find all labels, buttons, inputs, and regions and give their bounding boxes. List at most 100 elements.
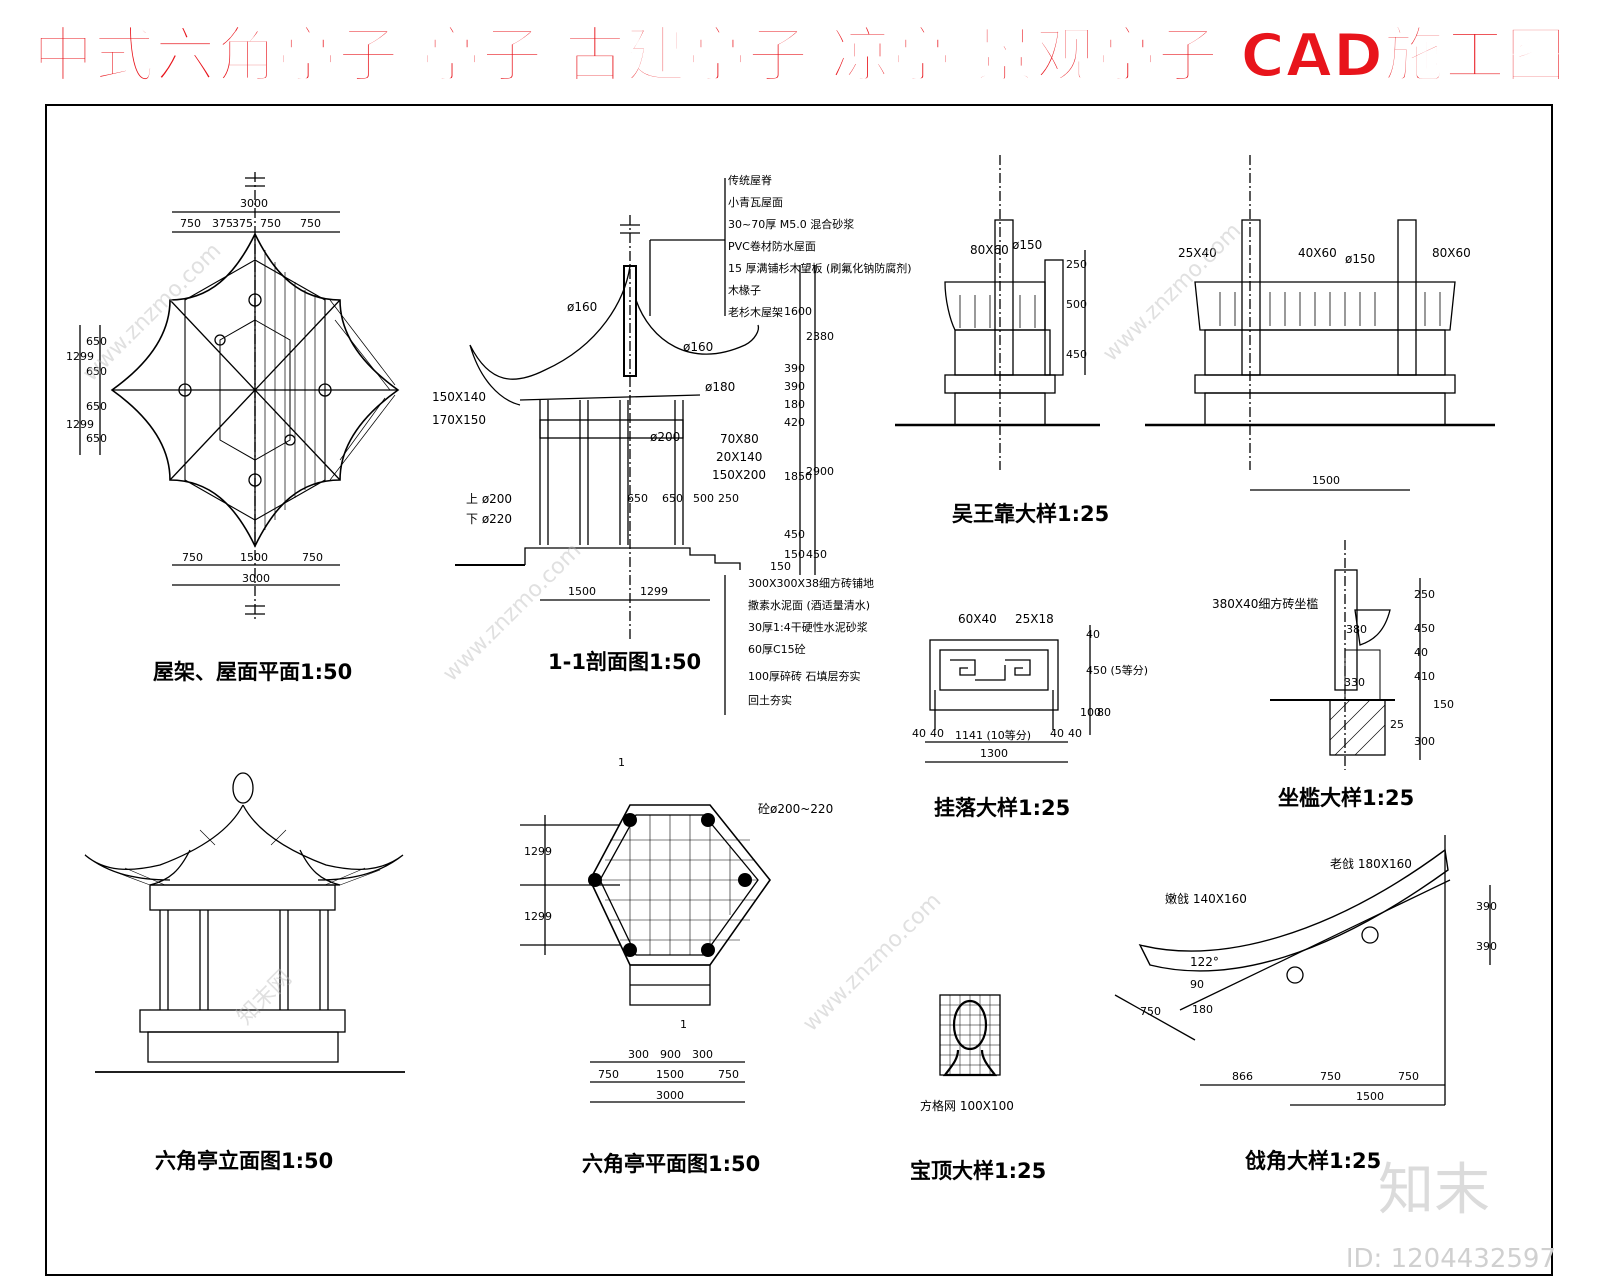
section-dim: 1299 (640, 585, 668, 598)
wuwangkao-front-label: ø150 (1345, 252, 1376, 266)
roof-dim: 750 (180, 217, 201, 230)
floor-plan-columns (588, 813, 752, 957)
section-dim: 150 (784, 548, 805, 561)
section-label: ø160 (683, 340, 714, 354)
section-dim: 450 (784, 528, 805, 541)
floor-plan-label: 1500 (656, 1068, 684, 1081)
floor-plan-label: 1 (618, 756, 625, 769)
roof-dim: 1299 (66, 418, 94, 431)
finial-caption: 宝顶大样1:25 (910, 1159, 1047, 1183)
title-banner: 中式六角亭子 亭子 古建亭子 凉亭 景观亭子 CAD施工图 (0, 0, 1600, 100)
eave-label: 90 (1190, 978, 1204, 991)
fascia-label: 80 (1097, 706, 1111, 719)
fascia-label: 1141 (10等分) (955, 729, 1032, 742)
section-dim: 150 (770, 560, 791, 573)
section-dim: 390 (784, 380, 805, 393)
roof-dim: 650 (86, 400, 107, 413)
floor-plan-caption: 六角亭平面图1:50 (582, 1152, 761, 1176)
roof-dim: 750 (302, 551, 323, 564)
image-id: ID: 1204432597 (1345, 1244, 1556, 1274)
section-label: 下 ø220 (466, 512, 513, 526)
section-note: 小青瓦屋面 (728, 196, 783, 209)
wuwangkao-front-label: 1500 (1312, 474, 1340, 487)
section-caption: 1-1剖面图1:50 (548, 650, 702, 674)
floor-plan-drawing (520, 804, 772, 1103)
eave-label: 750 (1140, 1005, 1161, 1018)
wuwangkao-label: 80X60 (970, 243, 1009, 257)
elevation-drawing (84, 772, 405, 1073)
eave-label: 122° (1190, 955, 1219, 969)
bench-seat-drawing (1270, 540, 1421, 770)
finial-label: 方格网 100X100 (920, 1099, 1014, 1113)
elevation-caption: 六角亭立面图1:50 (155, 1149, 334, 1173)
eave-label: 嫩戗 140X160 (1165, 892, 1247, 906)
section-label: ø200 (650, 430, 681, 444)
section-dim: 1500 (568, 585, 596, 598)
roof-dim: 3000 (242, 572, 270, 585)
bench-label: 380X40细方砖坐槛 (1212, 597, 1319, 611)
roof-dim: 375 (212, 217, 233, 230)
section-label: ø160 (567, 300, 598, 314)
bench-label: 450 (1414, 622, 1435, 635)
wuwangkao-label: 250 (1066, 258, 1087, 271)
section-label: 20X140 (716, 450, 763, 464)
section-dim: 1850 (784, 470, 812, 483)
fascia-label: 40 (1068, 727, 1082, 740)
section-dim: 180 (784, 398, 805, 411)
bench-label: 380 (1346, 623, 1367, 636)
section-dim: 420 (784, 416, 805, 429)
roof-plan-caption: 屋架、屋面平面1:50 (153, 660, 353, 684)
eave-label: 180 (1192, 1003, 1213, 1016)
eave-label: 1500 (1356, 1090, 1384, 1103)
roof-dim: 1500 (240, 551, 268, 564)
section-dim: 390 (784, 362, 805, 375)
eave-label: 866 (1232, 1070, 1253, 1083)
wuwangkao-front-label: 25X40 (1178, 246, 1217, 260)
fascia-label: 40 (930, 727, 944, 740)
drawing-sheet (45, 104, 1553, 1276)
floor-plan-label: 砼ø200~220 (758, 802, 834, 816)
section-dim: 1600 (784, 305, 812, 318)
roof-dim: 1299 (66, 350, 94, 363)
section-note: 30厚1:4干硬性水泥砂浆 (748, 621, 868, 634)
eave-label: 750 (1320, 1070, 1341, 1083)
section-note: 撒素水泥面 (酒适量清水) (748, 599, 871, 612)
floor-plan-label: 300 (692, 1048, 713, 1061)
section-note: 30~70厚 M5.0 混合砂浆 (728, 218, 855, 231)
wuwangkao-front-drawing (1145, 155, 1495, 491)
section-note: PVC卷材防水屋面 (728, 240, 816, 253)
section-note: 木椽子 (728, 284, 761, 297)
fascia-label: 40 (912, 727, 926, 740)
section-note: 60厚C15砼 (748, 643, 806, 656)
fascia-label: 40 (1050, 727, 1064, 740)
floor-plan-label: 750 (718, 1068, 739, 1081)
bench-label: 330 (1344, 676, 1365, 689)
finial-drawing (939, 994, 1001, 1077)
roof-plan-drawing (79, 172, 400, 620)
roof-dim: 650 (86, 365, 107, 378)
wuwangkao-side-drawing (895, 155, 1100, 470)
eave-label: 750 (1398, 1070, 1419, 1083)
fascia-label: 450 (5等分) (1086, 664, 1149, 677)
section-note: 100厚碎砖 石填层夯实 (748, 670, 861, 683)
floor-plan-label: 1299 (524, 845, 552, 858)
section-label: 500 (693, 492, 714, 505)
section-note: 15 厚满铺杉木望板 (刷氟化钠防腐剂) (728, 262, 912, 275)
floor-plan-label: 300 (628, 1048, 649, 1061)
section-label: 250 (718, 492, 739, 505)
section-note: 传统屋脊 (728, 174, 772, 187)
section-dim: 450 (806, 548, 827, 561)
fascia-label: 25X18 (1015, 612, 1054, 626)
roof-dim: 750 (300, 217, 321, 230)
section-drawing (455, 178, 816, 715)
section-note: 300X300X38细方砖铺地 (748, 577, 875, 590)
fascia-label: 40 (1086, 628, 1100, 641)
eave-label: 390 (1476, 940, 1497, 953)
floor-plan-label: 1 (680, 1018, 687, 1031)
roof-dim: 650 (86, 432, 107, 445)
eave-caption: 戗角大样1:25 (1245, 1149, 1382, 1173)
section-label: 70X80 (720, 432, 759, 446)
bench-caption: 坐槛大样1:25 (1278, 786, 1415, 810)
roof-dim: 650 (86, 335, 107, 348)
